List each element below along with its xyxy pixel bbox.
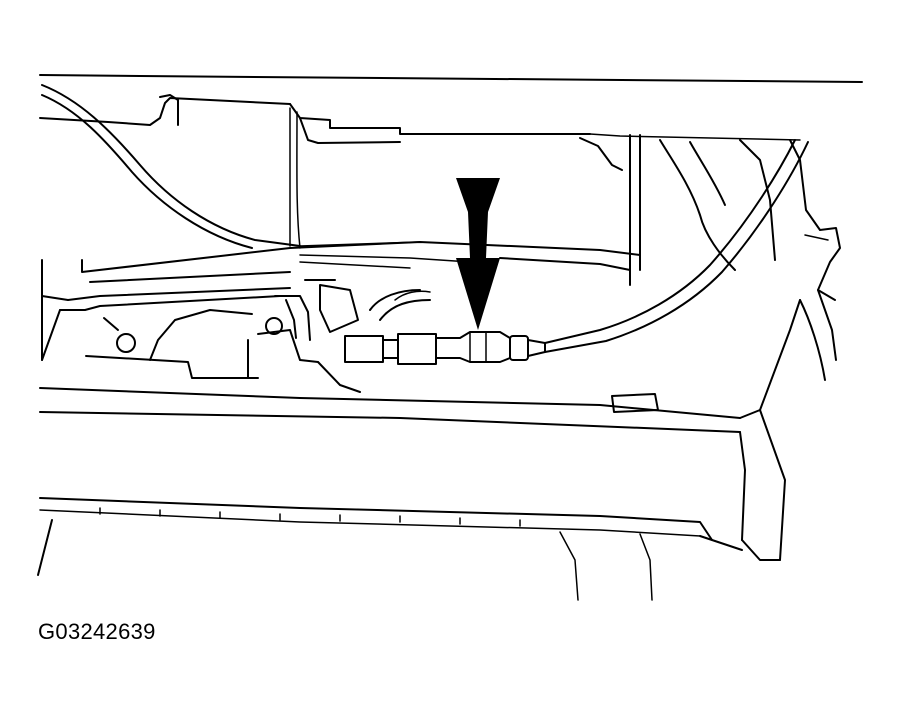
left-bracket — [41, 279, 359, 379]
figure-id-label: G03242639 — [38, 619, 156, 644]
long-cable — [544, 139, 809, 353]
middle-panel — [41, 241, 641, 361]
lower-dash-body — [37, 299, 801, 601]
upper-left-cable — [41, 84, 301, 249]
right-frame — [579, 134, 841, 381]
down-arrow-callout — [456, 178, 500, 330]
connector — [344, 289, 546, 365]
upper-dash-panel — [39, 74, 863, 144]
